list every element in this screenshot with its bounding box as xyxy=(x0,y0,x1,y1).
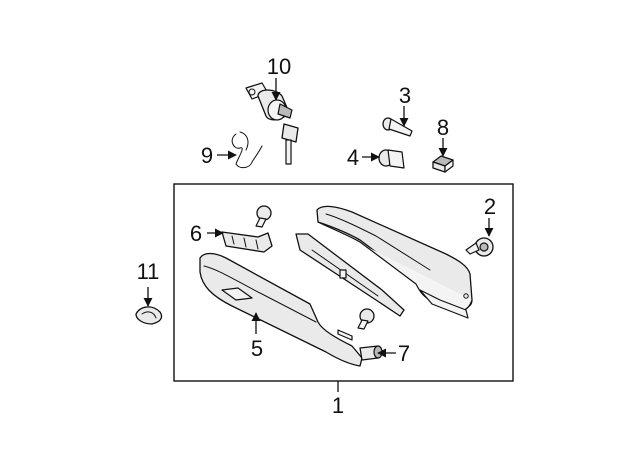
cap-part xyxy=(135,306,163,325)
callout-8: 8 xyxy=(437,115,449,140)
callout-5: 5 xyxy=(251,336,263,361)
callout-2: 2 xyxy=(484,194,496,219)
callout-10: 10 xyxy=(267,54,291,79)
callout-1: 1 xyxy=(332,393,344,418)
screw-upper xyxy=(255,205,272,228)
glove-box-strip xyxy=(295,233,405,317)
screw-lower xyxy=(357,308,375,330)
callout-6: 6 xyxy=(190,221,202,246)
bumper-part xyxy=(378,149,405,169)
wire-clip-part xyxy=(231,131,263,169)
bolt-part xyxy=(465,237,494,257)
callout-7: 7 xyxy=(398,341,410,366)
pad-part xyxy=(432,155,454,173)
pin-part xyxy=(382,117,413,137)
callout-9: 9 xyxy=(201,143,213,168)
assembly-frame xyxy=(173,183,514,382)
callout-11: 11 xyxy=(137,259,160,284)
callout-4: 4 xyxy=(347,145,359,170)
callout-3: 3 xyxy=(399,83,411,108)
glove-box-bin xyxy=(316,205,473,319)
lock-cylinder-part xyxy=(245,82,299,165)
latch-bracket-part xyxy=(221,231,273,253)
